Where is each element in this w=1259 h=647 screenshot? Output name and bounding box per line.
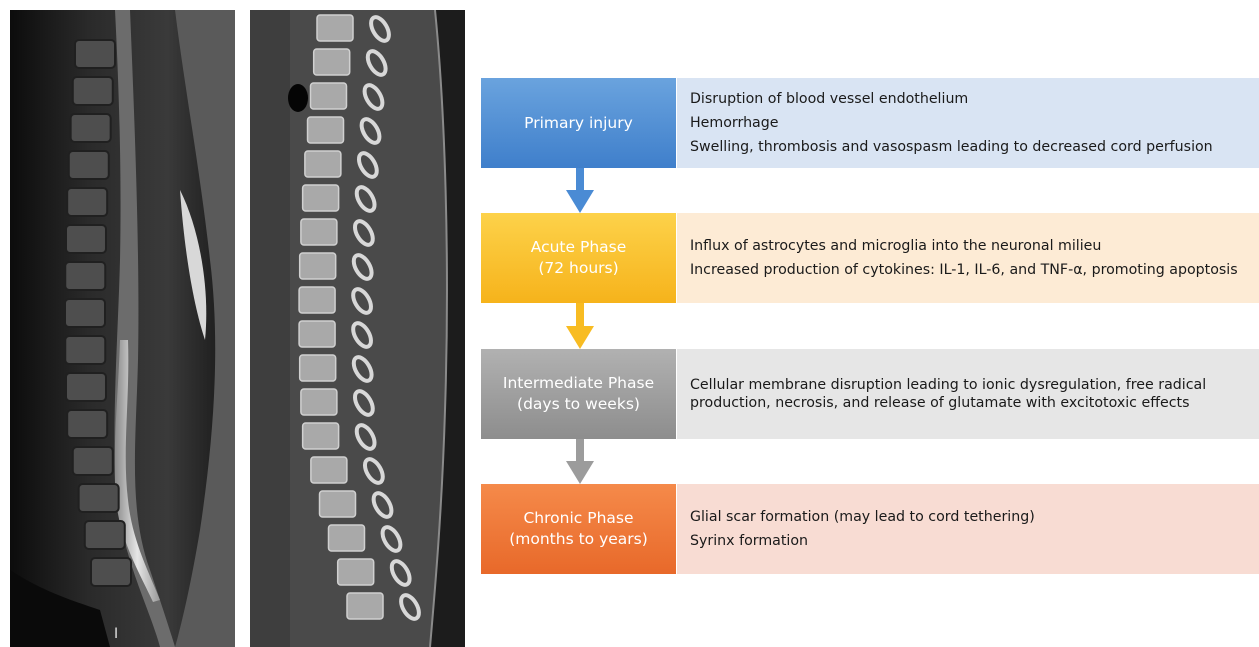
- description-item: Influx of astrocytes and microglia into …: [690, 237, 1259, 255]
- description-item: Syrinx formation: [690, 532, 1259, 550]
- phase-box-chronic: Chronic Phase (months to years): [481, 484, 676, 574]
- phase-row-chronic: Chronic Phase (months to years) Glial sc…: [481, 484, 1259, 574]
- ct-vertebra: [300, 355, 336, 381]
- down-arrow-icon: [566, 168, 594, 213]
- ct-vertebra: [310, 83, 346, 109]
- ct-vertebra: [308, 117, 344, 143]
- phase-box-acute: Acute Phase (72 hours): [481, 213, 676, 303]
- phase-row-primary-injury: Primary injury Disruption of blood vesse…: [481, 78, 1259, 168]
- ct-vertebra: [338, 559, 374, 585]
- description-item: Glial scar formation (may lead to cord t…: [690, 508, 1259, 526]
- ct-vertebra: [314, 49, 350, 75]
- phase-title-line: Primary injury: [524, 113, 633, 134]
- mri-vertebra: [79, 484, 119, 512]
- phase-description-chronic: Glial scar formation (may lead to cord t…: [677, 484, 1259, 574]
- ct-vertebra: [317, 15, 353, 41]
- mri-vertebra: [91, 558, 131, 586]
- mri-vertebra: [71, 114, 111, 142]
- phase-title-line: Chronic Phase: [523, 508, 633, 529]
- ct-sagittal-image: [250, 10, 465, 647]
- ct-vertebra: [305, 151, 341, 177]
- mri-vertebra: [75, 40, 115, 68]
- phase-title-line: (months to years): [509, 529, 648, 550]
- mri-illustration: I: [10, 10, 235, 647]
- phase-title-line: Acute Phase: [531, 237, 627, 258]
- phase-row-intermediate: Intermediate Phase (days to weeks) Cellu…: [481, 349, 1259, 439]
- mri-vertebra: [69, 151, 109, 179]
- mri-vertebra: [85, 521, 125, 549]
- ct-illustration: [250, 10, 465, 647]
- ct-vertebra: [303, 185, 339, 211]
- ct-vertebra: [320, 491, 356, 517]
- ct-vertebra: [301, 389, 337, 415]
- down-arrow-icon: [566, 439, 594, 484]
- mri-vertebra: [66, 373, 106, 401]
- description-item: Disruption of blood vessel endothelium: [690, 90, 1259, 108]
- description-item: Increased production of cytokines: IL-1,…: [690, 261, 1259, 279]
- ct-vertebra: [300, 253, 336, 279]
- phase-description-acute: Influx of astrocytes and microglia into …: [677, 213, 1259, 303]
- ct-vertebra: [301, 219, 337, 245]
- mri-vertebra: [65, 336, 105, 364]
- phase-title-line: (days to weeks): [517, 394, 640, 415]
- phase-description-primary-injury: Disruption of blood vessel endothelium H…: [677, 78, 1259, 168]
- description-line: Cellular membrane disruption leading to …: [690, 376, 1259, 394]
- phase-box-intermediate: Intermediate Phase (days to weeks): [481, 349, 676, 439]
- mri-vertebra: [65, 299, 105, 327]
- phase-title-line: Intermediate Phase: [503, 373, 654, 394]
- mri-vertebra: [67, 410, 107, 438]
- ct-vertebra: [328, 525, 364, 551]
- mri-vertebra: [65, 262, 105, 290]
- phase-description-intermediate: Cellular membrane disruption leading to …: [677, 349, 1259, 439]
- phase-box-primary-injury: Primary injury: [481, 78, 676, 168]
- ct-vertebra: [299, 321, 335, 347]
- ct-vertebra: [303, 423, 339, 449]
- ct-vertebra: [311, 457, 347, 483]
- mri-marker: I: [114, 626, 118, 642]
- down-arrow-icon: [566, 303, 594, 349]
- description-item: Hemorrhage: [690, 114, 1259, 132]
- mri-vertebra: [66, 225, 106, 253]
- ct-vertebra: [299, 287, 335, 313]
- ct-vertebra: [347, 593, 383, 619]
- description-item: Swelling, thrombosis and vasospasm leadi…: [690, 138, 1259, 156]
- mri-vertebra: [73, 447, 113, 475]
- mri-vertebra: [73, 77, 113, 105]
- phase-title-line: (72 hours): [538, 258, 618, 279]
- description-line: production, necrosis, and release of glu…: [690, 394, 1259, 412]
- mri-sagittal-image: I: [10, 10, 235, 647]
- mri-vertebra: [67, 188, 107, 216]
- phase-row-acute: Acute Phase (72 hours) Influx of astrocy…: [481, 213, 1259, 303]
